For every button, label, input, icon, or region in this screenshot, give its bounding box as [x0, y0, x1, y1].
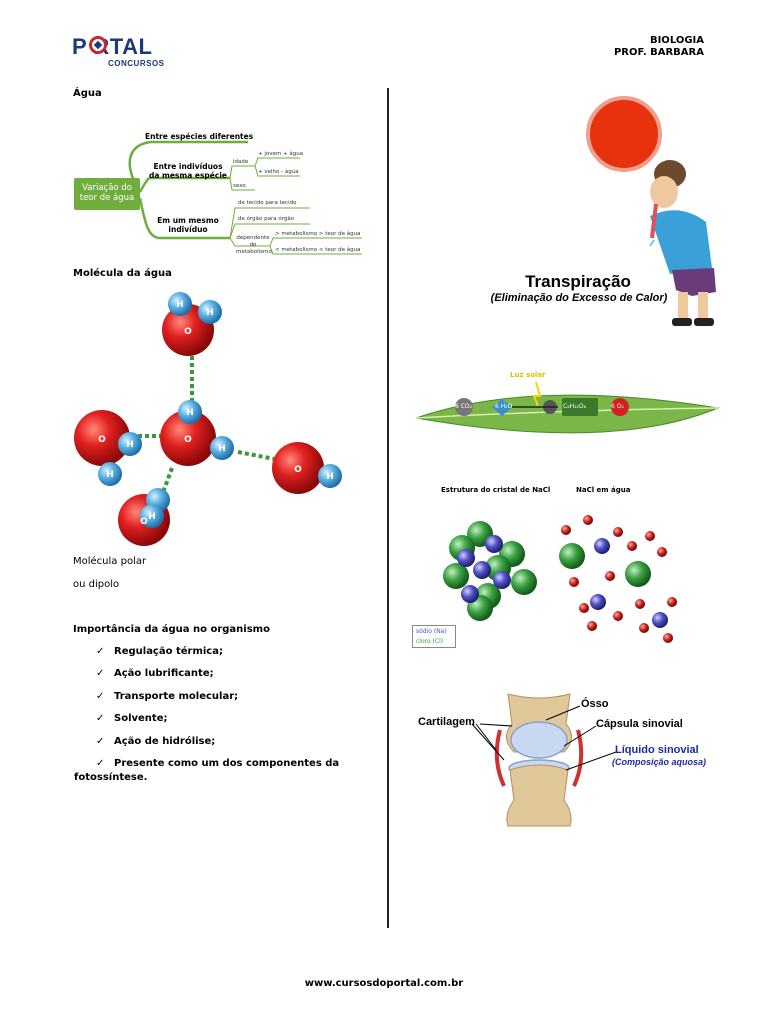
mindmap-mais: > metabolismo > teor de água	[275, 231, 361, 237]
mindmap-tecido: de tecido para tecido	[238, 200, 297, 206]
mindmap-jovem: + jovem + água	[258, 151, 304, 157]
header-info: BIOLOGIA PROF. BARBARA	[614, 35, 704, 59]
mindmap-branch-species: Entre espécies diferentes	[145, 132, 254, 141]
portal-logo: P RTAL CONCURSOS	[70, 34, 180, 70]
molecule-right	[272, 442, 342, 494]
mindmap-menos: < metabolismo < teor de água	[275, 247, 361, 253]
mindmap-center: Variação do teor de água	[74, 178, 140, 210]
check-icon: ✓	[96, 758, 105, 769]
hydrogen-bonds	[138, 356, 281, 507]
leaf-glucose: C₆H₁₂O₆	[563, 403, 587, 410]
molecule-center	[160, 400, 234, 466]
leaf-co2: 6 CO₂	[455, 403, 473, 410]
mindmap-sexo: sexo	[233, 183, 246, 189]
nacl-diagram	[443, 515, 677, 643]
check-icon: ✓	[96, 668, 105, 679]
leaf-o2: 6 O₂	[611, 403, 624, 410]
list-item-continuation: fotossíntese.	[74, 772, 148, 783]
column-divider	[387, 88, 389, 928]
polar-line-2: ou dipolo	[73, 579, 120, 590]
molecule-top	[162, 292, 222, 356]
logo-word: P RTAL	[72, 34, 153, 59]
logo-subtitle: CONCURSOS	[108, 59, 165, 68]
svg-text:H: H	[186, 408, 194, 418]
sweating-man-illustration	[586, 96, 716, 326]
svg-text:O: O	[140, 517, 148, 527]
nacl-dissolved	[559, 515, 677, 643]
teacher-label: PROF. BARBARA	[613, 47, 704, 58]
mindmap-velho: + velho - água	[258, 169, 299, 175]
mindmap-idade: idade	[233, 159, 249, 165]
svg-text:H: H	[148, 512, 156, 522]
logo-o-icon	[89, 36, 107, 54]
list-item: ✓Ação lubrificante;	[96, 668, 214, 679]
transpiration-title: Transpiração	[525, 272, 631, 291]
list-item: ✓Transporte molecular;	[96, 691, 239, 702]
joint-bone-label: Ósso	[581, 698, 609, 710]
list-item: ✓Ação de hidrólise;	[96, 736, 216, 747]
mindmap-orgao: de órgão para órgão	[238, 216, 295, 222]
nacl-legend: sódio (Na) cloro (Cl)	[412, 625, 456, 648]
check-icon: ✓	[96, 713, 105, 724]
svg-text:O: O	[184, 435, 192, 445]
nacl-crystal-title: Estrutura do cristal de NaCl	[441, 486, 551, 494]
svg-text:H: H	[106, 470, 114, 480]
footer-url[interactable]: www.cursosdoportal.com.br	[304, 978, 464, 989]
svg-text:O: O	[98, 435, 106, 445]
mindmap-lines	[128, 140, 362, 255]
list-item: ✓Presente como um dos componentes da	[96, 758, 340, 769]
leaf-h2o: 6 H₂O	[495, 403, 513, 410]
molecule-left	[74, 410, 142, 486]
check-icon: ✓	[96, 691, 105, 702]
joint-fluid-sub: (Composição aquosa)	[612, 757, 707, 767]
section-title-molecule: Molécula da água	[73, 268, 172, 279]
svg-text:H: H	[126, 440, 134, 450]
list-item: ✓Solvente;	[96, 713, 168, 724]
svg-text:O: O	[184, 327, 192, 337]
svg-text:H: H	[176, 300, 184, 310]
legend-sodium: sódio (Na)	[416, 628, 447, 635]
check-icon: ✓	[96, 736, 105, 747]
mindmap-branch-individuals: Entre indivíduos da mesma espécie	[148, 162, 227, 180]
mindmap-dep: dependente do metabolismo	[236, 235, 272, 255]
nacl-crystal	[443, 521, 537, 621]
section-title-agua: Água	[73, 88, 102, 99]
joint-capsule-label: Cápsula sinovial	[596, 718, 683, 730]
mindmap-diagram: Variação do teor de água Entre espécies …	[70, 128, 370, 258]
leaf-sun-label: Luz solar	[510, 371, 546, 379]
svg-text:O: O	[294, 465, 302, 475]
synovial-joint-diagram	[494, 693, 584, 827]
svg-text:H: H	[218, 444, 226, 454]
list-item: ✓Regulação térmica;	[96, 646, 223, 657]
molecule-bottom	[118, 488, 170, 546]
nacl-water-title: NaCl em água	[576, 486, 631, 494]
joint-cartilage-label: Cartilagem	[418, 716, 475, 728]
joint-pointer-lines	[471, 705, 617, 771]
mindmap-branch-same: Em um mesmo indivíduo	[157, 216, 219, 234]
subject-label: BIOLOGIA	[649, 35, 704, 46]
transpiration-subtitle: (Eliminação do Excesso de Calor)	[490, 292, 668, 304]
svg-text:H: H	[206, 308, 214, 318]
polar-line-1: Molécula polar	[73, 556, 147, 567]
importance-title: Importância da água no organismo	[73, 624, 270, 635]
photosynthesis-leaf	[415, 381, 720, 434]
check-icon: ✓	[96, 646, 105, 657]
svg-text:H: H	[326, 472, 334, 482]
joint-fluid-label: Líquido sinovial	[615, 744, 699, 756]
legend-chlorine: cloro (Cl)	[416, 638, 444, 645]
